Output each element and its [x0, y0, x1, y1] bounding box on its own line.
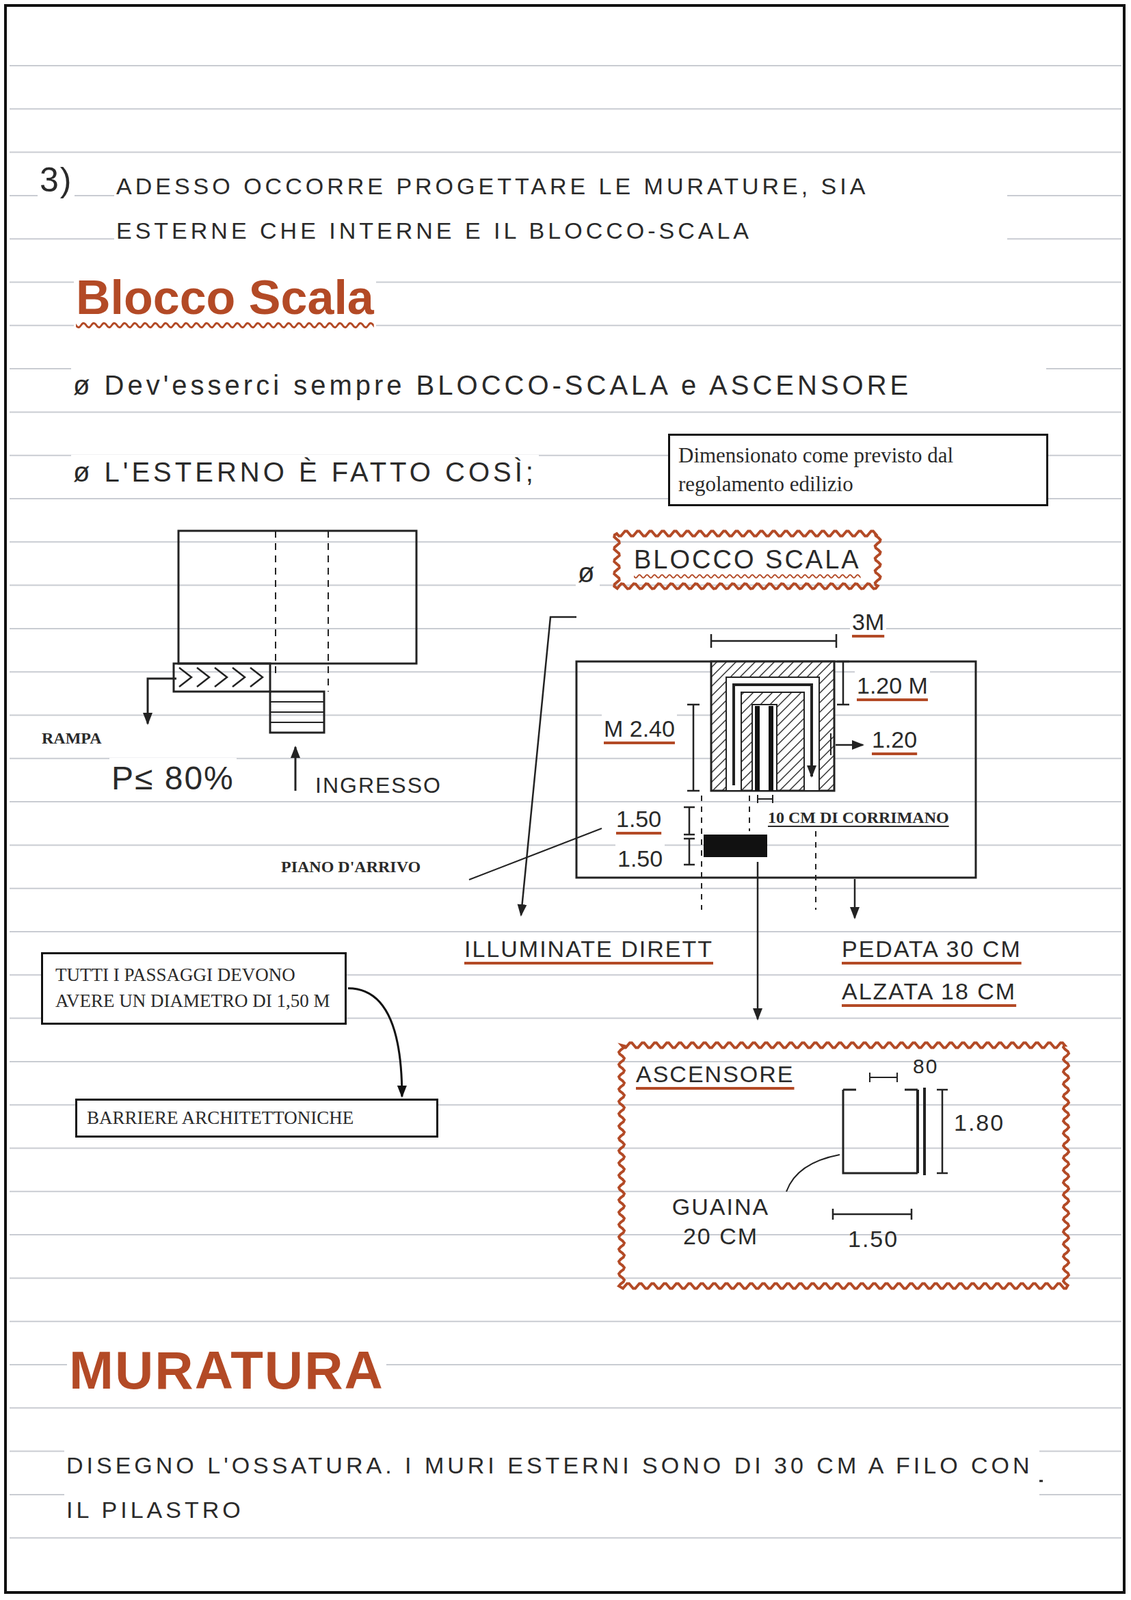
sheath-note: GUAINA 20 CM [662, 1191, 779, 1250]
note-box: Dimensionato come previsto dal regolamen… [668, 433, 1049, 507]
note-text: Dimensionato come previsto dal regolamen… [678, 441, 1039, 499]
instruction-text: DISEGNO L'OSSATURA. I MURI ESTERNI SONO … [64, 1442, 1040, 1532]
connector-arrow [348, 988, 403, 1097]
topic-text: BARRIERE ARCHITETTONICHE [86, 1105, 427, 1130]
bullet-note: ø Dev'esserci sempre BLOCCO-SCALA e ASCE… [71, 367, 1047, 403]
dimension: 1.20 M [854, 670, 930, 701]
dimension: 1.50 [614, 804, 664, 834]
drawing-label: PIANO D'ARRIVO [278, 856, 423, 877]
dimension: 1.20 [869, 724, 920, 755]
note-text: TUTTI I PASSAGGI DEVONO AVERE UN DIAMETR… [55, 962, 333, 1015]
wavy-outline [614, 531, 881, 589]
exterior-plan [147, 530, 417, 791]
dimension: ALZATA 18 CM [839, 976, 1019, 1006]
page-border [5, 5, 1125, 1592]
topic-box: BARRIERE ARCHITETTONICHE [75, 1098, 439, 1138]
dimension: 1.50 [847, 1223, 899, 1254]
ruled-lines [9, 65, 1122, 1538]
note: ILLUMINATE DIRETT [462, 934, 716, 964]
section-heading: MURATURA [67, 1336, 387, 1404]
elevator-box: ASCENSORE 80 1.80GUAINA 20 CM 1.50 [616, 1040, 1071, 1291]
dimension: PEDATA 30 CM [839, 934, 1024, 964]
wavy-outline [618, 1042, 1069, 1289]
section-title: BLOCCO SCALA [633, 544, 861, 575]
bullet-note: ø L'ESTERNO È FATTO COSÌ; [71, 454, 539, 489]
drawing-label: RAMPA [39, 727, 104, 749]
item-number: 3) [37, 158, 75, 202]
dimension: 1.50 [615, 843, 665, 874]
handrail-note: 10 CM DI CORRIMANO [765, 806, 952, 828]
dimension: 3M [849, 607, 887, 637]
elevator-heading: ASCENSORE [635, 1059, 795, 1089]
dimension: M 2.40 [601, 713, 677, 744]
elevator-plan [786, 1072, 948, 1220]
slope-note: P≤ 80% [109, 757, 237, 799]
bullet-mark: ø [575, 555, 600, 590]
instruction-text: ADESSO OCCORRE PROGETTARE LE MURATURE, S… [114, 164, 1008, 253]
section-heading: Blocco Scala [73, 268, 377, 329]
dimension: 80 [912, 1053, 939, 1080]
drawing-label: INGRESSO [313, 771, 444, 799]
section-box: BLOCCO SCALA [611, 528, 883, 591]
dimension: 1.80 [953, 1107, 1005, 1138]
note-box: TUTTI I PASSAGGI DEVONO AVERE UN DIAMETR… [41, 951, 347, 1025]
